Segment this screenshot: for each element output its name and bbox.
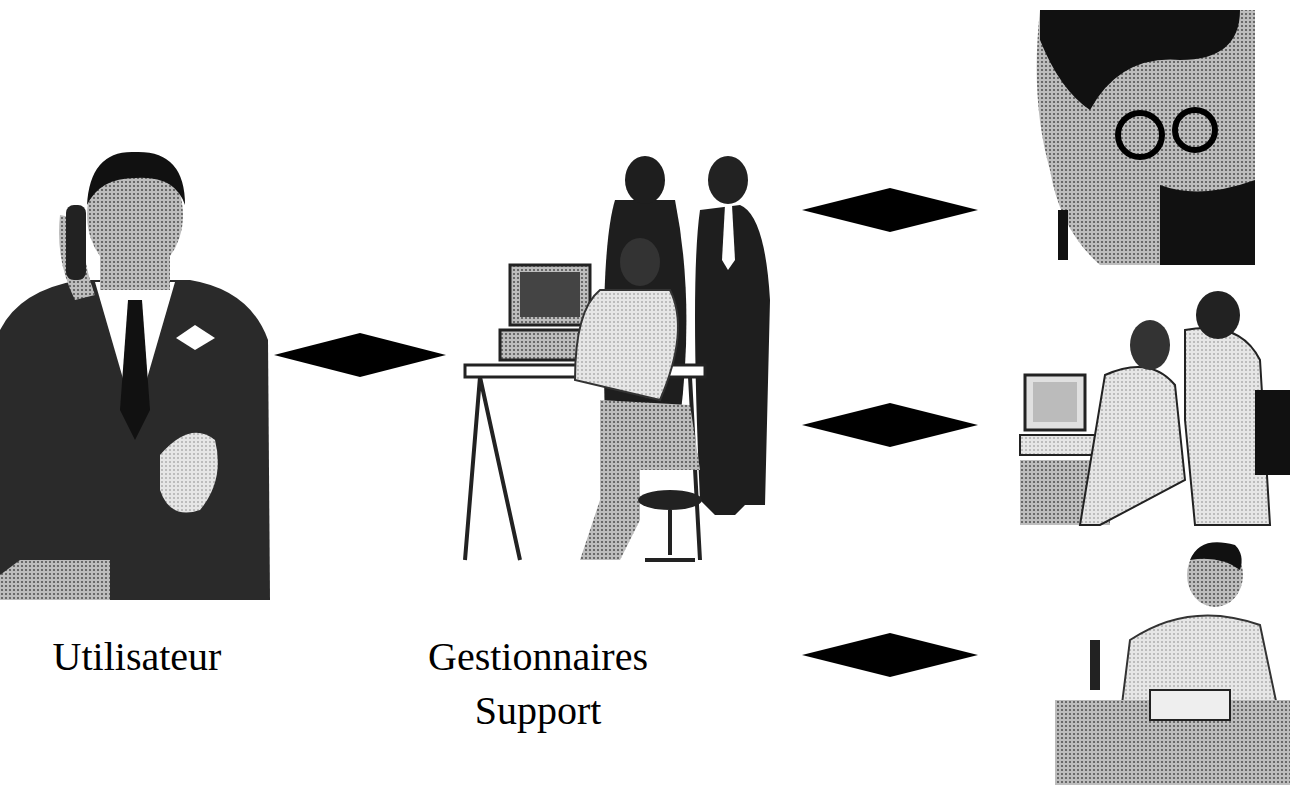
- expert-figure: [1037, 10, 1255, 265]
- node-label: Utilisateur: [2, 630, 272, 684]
- node-label: Gestionnaires Support: [368, 630, 708, 738]
- repair-technician-figure: [1055, 542, 1290, 785]
- user-node: Utilisateur: [2, 150, 272, 730]
- user-figure: [0, 152, 270, 600]
- support-node: Gestionnaires Support: [448, 150, 798, 740]
- double-arrow: [274, 333, 446, 377]
- technicians-figure: [1020, 291, 1290, 525]
- double-arrow: [802, 188, 978, 677]
- support-team-figure: [465, 156, 770, 560]
